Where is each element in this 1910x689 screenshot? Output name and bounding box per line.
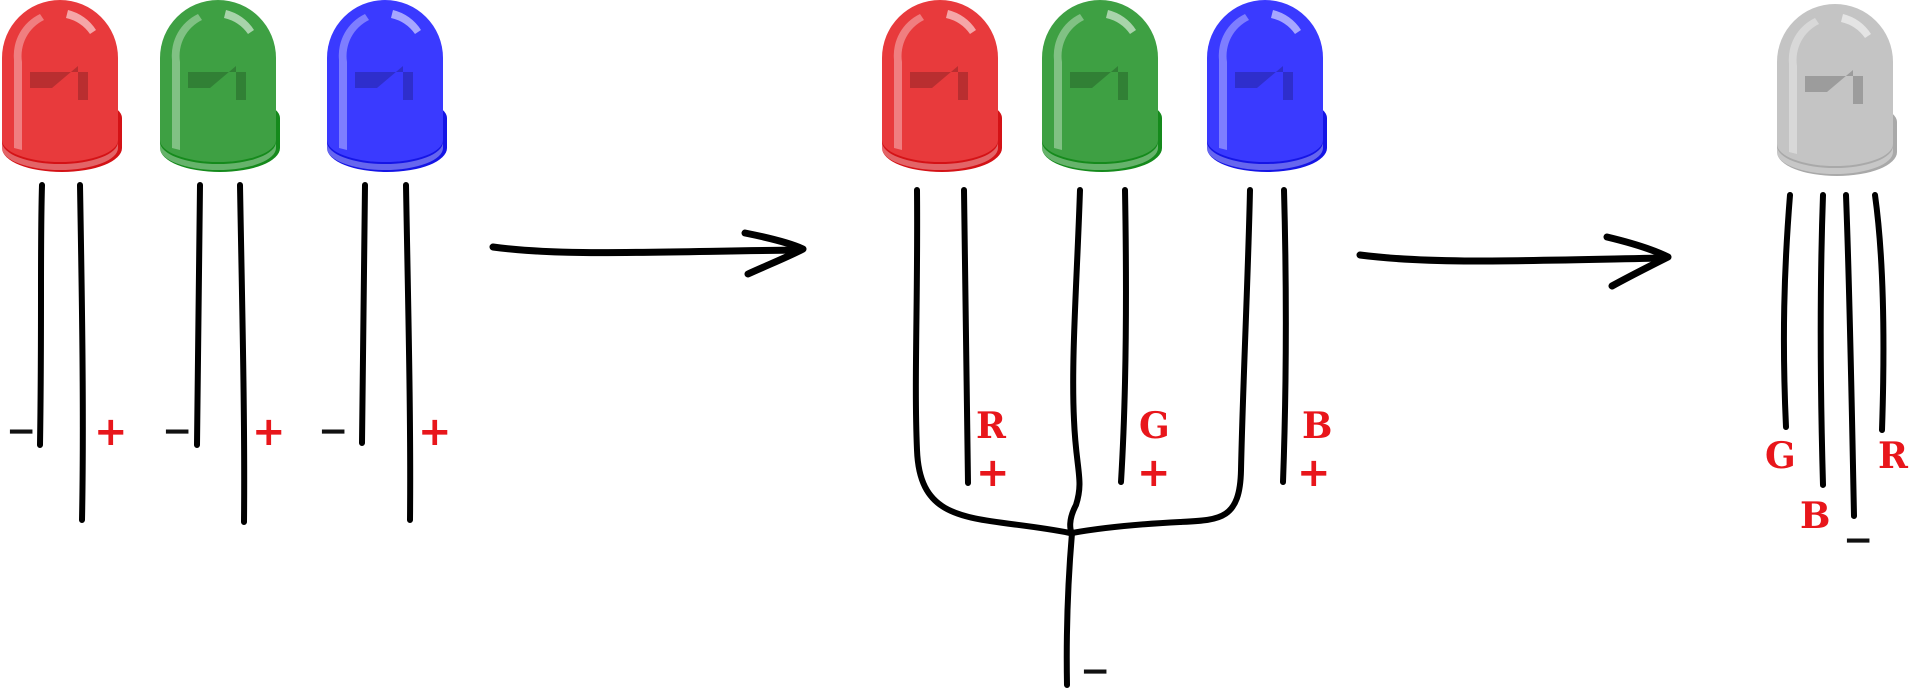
red-led-icon [2, 0, 122, 523]
arrow-right-icon [489, 229, 807, 278]
minus-label-green: − [162, 411, 192, 452]
plus-label-blue: + [418, 409, 452, 455]
plus-label-g: + [1137, 450, 1171, 496]
green-led-icon [160, 0, 280, 525]
g-label-rgb: G [1765, 435, 1796, 477]
minus-label-rgb: − [1843, 520, 1873, 561]
red-led-icon [882, 0, 1073, 536]
r-label-rgb: R [1878, 435, 1909, 477]
plus-label-r: + [976, 450, 1010, 496]
green-led-icon [1042, 0, 1162, 536]
plus-label-green: + [252, 409, 286, 455]
arrow-right-icon [1356, 233, 1672, 290]
g-label: G [1139, 405, 1170, 447]
b-label: B [1302, 405, 1332, 447]
b-label-rgb: B [1800, 495, 1830, 537]
plus-label-red: + [94, 409, 128, 455]
minus-label-blue: − [318, 411, 348, 452]
rgb-led-icon: G B R − [1765, 4, 1909, 561]
separate-leds: − + − + − + [2, 0, 452, 525]
blue-led-icon [327, 0, 447, 523]
r-label: R [976, 405, 1007, 447]
minus-label-common: − [1080, 651, 1110, 689]
blue-led-icon [1069, 0, 1327, 536]
plus-label-b: + [1297, 450, 1331, 496]
common-cathode-leds: R + G + B + − [882, 0, 1332, 689]
minus-label-red: − [6, 411, 36, 452]
